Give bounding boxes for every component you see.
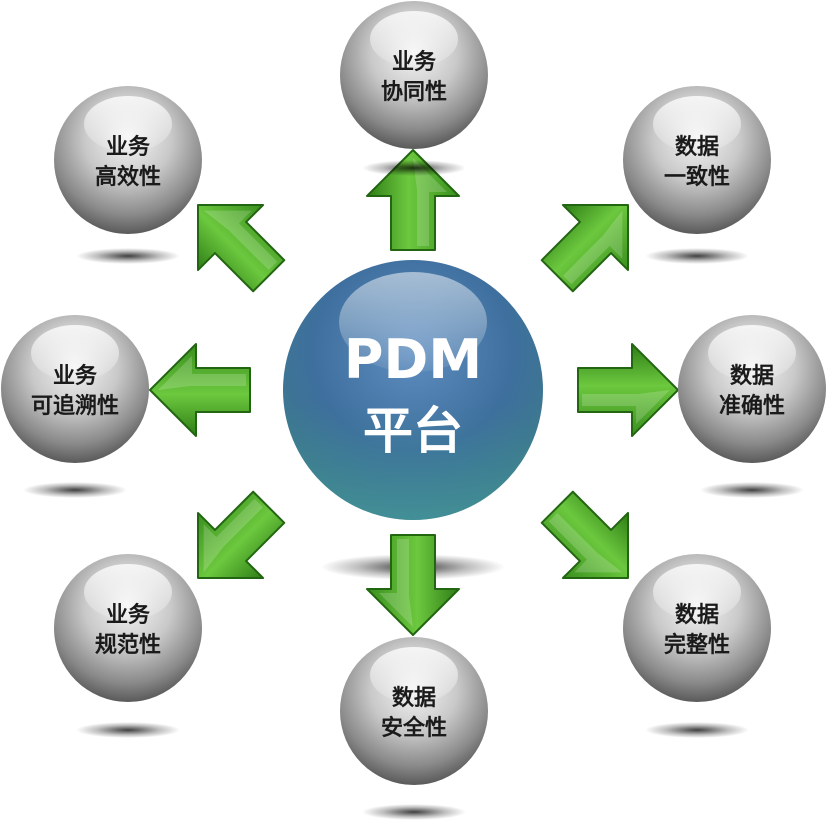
sphere-label-line1: 数据: [675, 134, 719, 160]
sphere-shadow: [700, 482, 804, 498]
center-subtitle: 平台: [363, 402, 463, 460]
arrow-shine: [158, 356, 246, 390]
sphere-highlight: [370, 647, 458, 703]
sphere-shadow: [76, 248, 180, 264]
arrow-shape: [197, 490, 286, 579]
sphere-label-line1: 数据: [730, 363, 774, 389]
arrow-shine: [413, 158, 447, 246]
arrow-shine: [203, 210, 278, 271]
sphere-highlight: [370, 11, 458, 67]
sphere-label-line2: 可追溯性: [31, 393, 119, 419]
arrow-shine: [379, 539, 413, 627]
arrow-shine: [548, 512, 623, 573]
arrow-to-business-traceability: [149, 343, 251, 437]
arrow-to-data-integrity: [540, 490, 629, 579]
sphere-highlight: [84, 96, 172, 152]
arrow-to-data-security: [366, 534, 460, 636]
arrow-shine: [562, 210, 623, 285]
sphere-label-line1: 数据: [392, 685, 436, 711]
sphere-label-line2: 规范性: [95, 633, 161, 658]
arrow-to-business-efficiency: [197, 204, 286, 293]
center-title: PDM: [344, 328, 482, 391]
arrow-shape: [149, 343, 251, 437]
sphere-label-line2: 完整性: [664, 632, 730, 658]
sphere-label-line2: 准确性: [719, 393, 785, 419]
arrow-to-data-consistency: [540, 204, 629, 293]
arrow-shape: [197, 204, 286, 293]
sphere-highlight: [653, 96, 741, 152]
arrow-shape: [366, 534, 460, 636]
center-sphere: PDM 平台: [283, 260, 543, 520]
arrow-shape: [540, 490, 629, 579]
arrow-to-business-standardization: [197, 490, 286, 579]
sphere-label-line2: 高效性: [95, 164, 161, 190]
sphere-shadow: [645, 248, 749, 264]
sphere-label-line1: 数据: [675, 602, 719, 628]
sphere-shadow: [23, 482, 127, 498]
sphere-highlight: [708, 325, 796, 381]
sphere-label-line2: 协同性: [381, 80, 447, 105]
arrow-shine: [203, 498, 264, 573]
sphere-label-line1: 业务: [106, 135, 151, 160]
sphere-label-line1: 业务: [392, 50, 437, 75]
sphere-shadow: [645, 722, 749, 738]
sphere-highlight: [31, 325, 119, 381]
arrow-to-data-accuracy: [577, 343, 679, 437]
sphere-shadow: [76, 722, 180, 738]
sphere-label-line2: 一致性: [664, 164, 730, 190]
arrow-shape: [540, 204, 629, 293]
sphere-shadow: [362, 804, 466, 820]
arrow-shine: [582, 390, 670, 424]
sphere-label-line1: 业务: [106, 603, 151, 628]
arrow-shape: [577, 343, 679, 437]
sphere-highlight: [653, 564, 741, 620]
sphere-highlight: [84, 564, 172, 620]
sphere-label-line2: 安全性: [381, 715, 447, 741]
sphere-label-line1: 业务: [53, 364, 98, 389]
sphere-shadow: [362, 160, 466, 176]
